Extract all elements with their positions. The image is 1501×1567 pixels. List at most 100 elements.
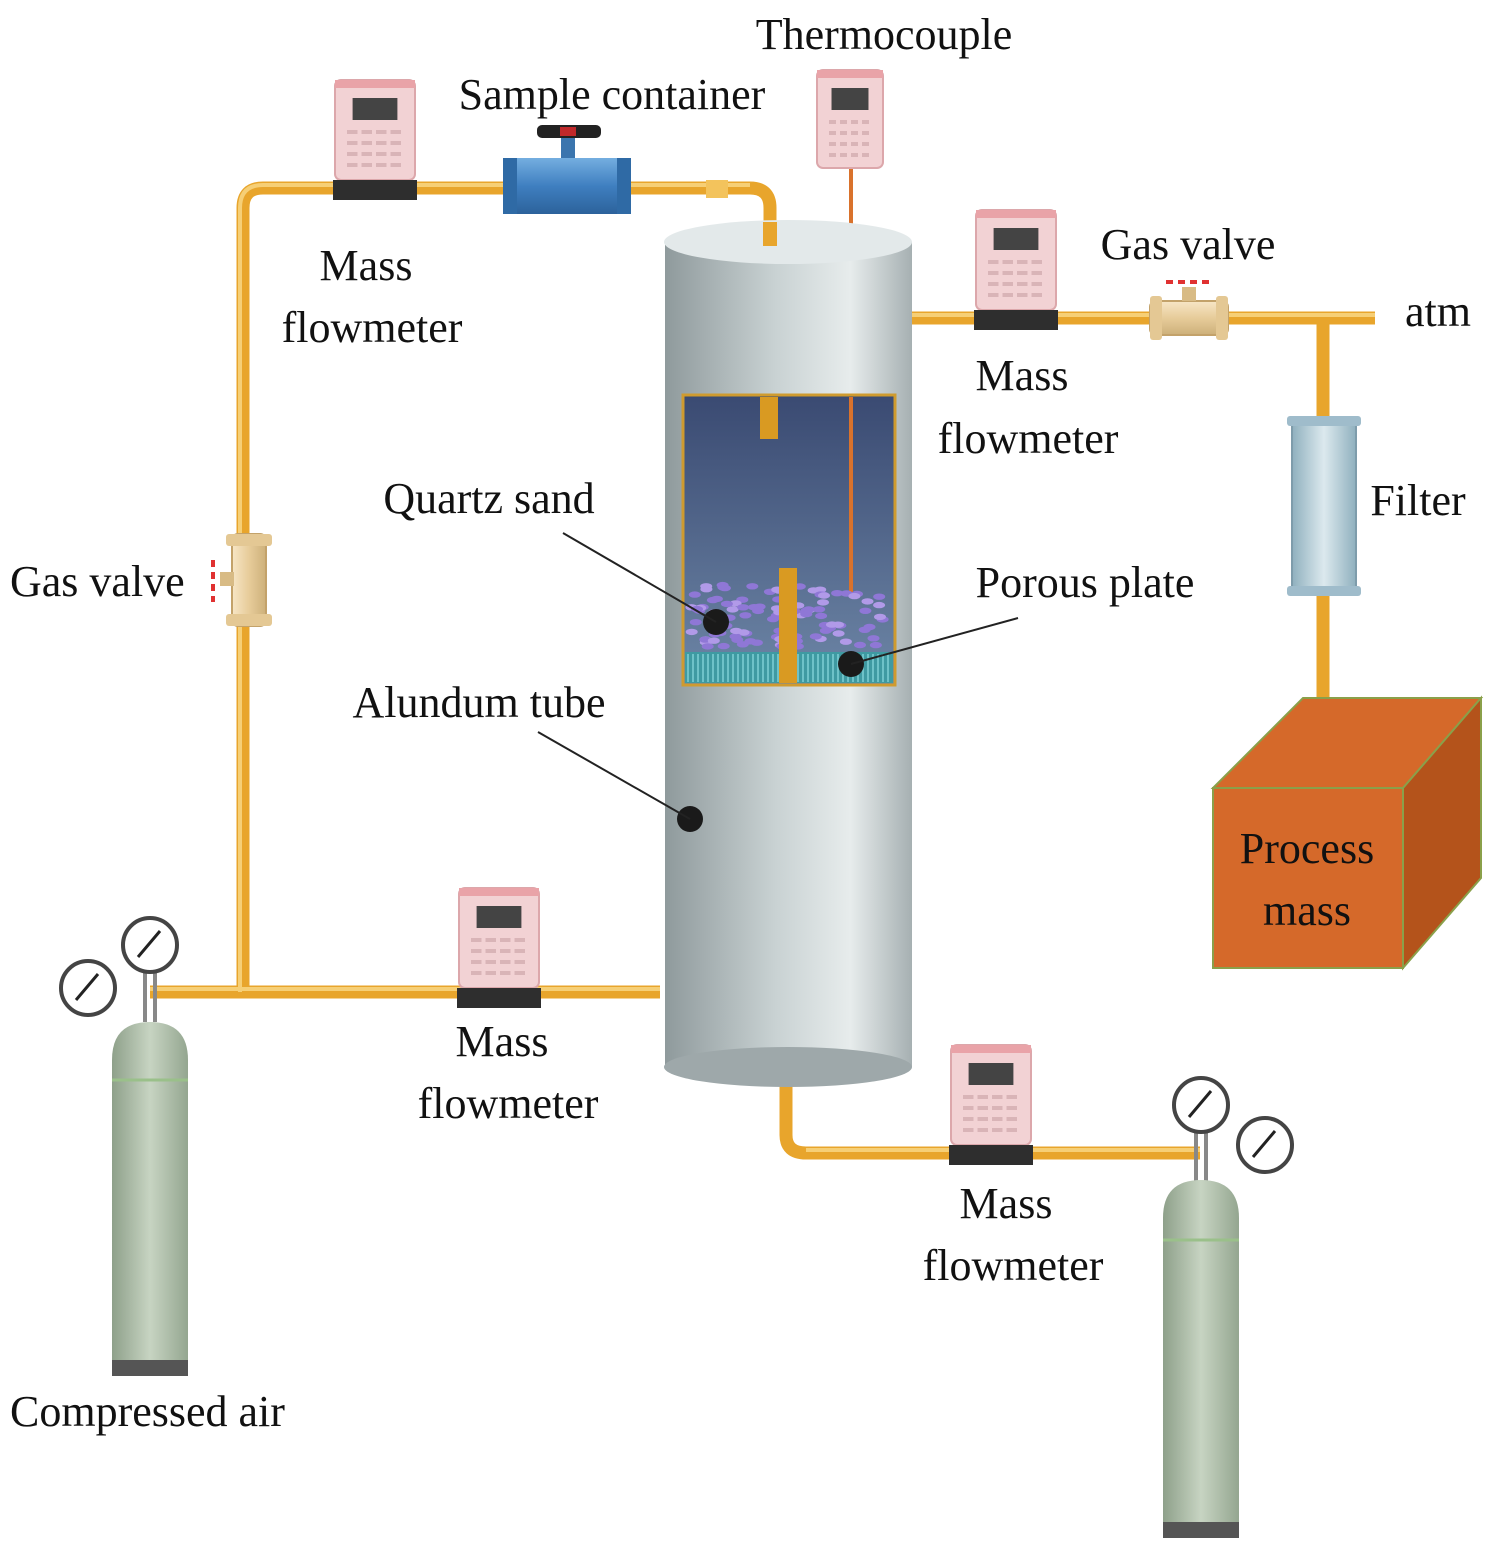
sand-particle [854,641,866,649]
leader-lines [537,532,1019,820]
sand-particle [729,633,742,640]
sand-particle [685,628,698,636]
thermocouple-meter-display [831,88,869,110]
sand-particle [744,638,757,645]
sand-particle [859,607,872,614]
sand-particle [729,600,742,607]
sand-particle [701,643,714,650]
porous-plate-leader [850,617,1019,665]
sand-particle [710,595,723,603]
flowmeter-top-left-base [333,180,417,200]
flowmeter-top-left-display [352,98,398,120]
flowmeters [333,69,1058,1165]
sand-particle [717,642,730,650]
sand-particle [688,591,701,598]
sample-container [503,125,631,214]
sand-particle [848,592,861,600]
process-mass-box [1210,695,1484,971]
label-compressed-air: Compressed air [10,1387,285,1436]
reactor-top-cap [664,220,912,264]
flowmeter-top-right [974,209,1058,330]
sample-container-stem [561,138,575,162]
label-process-mass-1: Process [1239,824,1375,873]
sand-particle [874,613,886,621]
label-mass-flowmeter-top-right-1: Mass [975,351,1069,400]
flowmeter-bottom-right-base [949,1145,1033,1165]
sand-particle [815,612,828,620]
label-alundum-tube: Alundum tube [352,678,606,727]
sand-particle [739,612,752,619]
sand-particle [869,641,882,649]
sand-particle [707,637,720,644]
sand-particle [689,619,702,626]
sand-particle [832,630,845,637]
label-gas-valve-left: Gas valve [10,557,185,606]
label-mass-flowmeter-top-right-2: flowmeter [937,414,1119,463]
label-mass-flowmeter-bottom-middle-1: Mass [455,1017,549,1066]
label-mass-flowmeter-bottom-middle-2: flowmeter [417,1079,599,1128]
label-porous-plate: Porous plate [975,558,1195,607]
pressure-gauge-left-2 [121,916,179,974]
quartz-sand-leader [562,532,717,623]
sand-particle [831,590,844,597]
flowmeter-bottom-right [949,1044,1033,1165]
label-mass-flowmeter-top-left-2: flowmeter [281,303,463,352]
sand-particle [873,593,886,600]
sand-particle [818,592,830,599]
gas-valve-left-device [211,533,272,627]
sand-particle [730,627,743,635]
sand-particle [802,606,815,613]
sand-particle [746,583,759,590]
label-process-mass-2: mass [1263,886,1351,935]
cylinder-left-body [112,1022,188,1362]
process-box-front [1212,787,1404,969]
label-sample-container: Sample container [458,70,766,119]
sand-particle [839,638,852,645]
flowmeter-bottom-middle [457,887,541,1008]
label-filter: Filter [1370,476,1466,525]
flowmeter-top-right-base [974,310,1058,330]
reactor-inlet-stub [763,222,777,246]
label-mass-flowmeter-bottom-right-2: flowmeter [922,1241,1104,1290]
sand-particle [873,601,886,609]
thermocouple-meter [816,69,884,169]
pipe-coupling [706,180,728,198]
inner-top-tube [760,397,778,439]
flowmeter-bottom-right-display [968,1063,1014,1085]
flowmeter-bottom-middle-base [457,988,541,1008]
label-mass-flowmeter-top-left-1: Mass [319,241,413,290]
sand-particle [826,621,838,628]
sand-particle [813,606,826,613]
sand-particle [716,581,729,589]
sand-particle [737,604,750,611]
pressure-gauge-right-2 [1236,1116,1294,1174]
alundum-tube [664,220,912,1087]
sand-particle [752,607,765,615]
sample-container-body [503,158,631,214]
label-thermocouple: Thermocouple [755,10,1013,59]
filter-device [1287,416,1361,596]
sand-particle [691,605,703,613]
pressure-gauge-right-1 [1172,1076,1230,1134]
bottom-right-cylinder [1163,1076,1294,1538]
label-quartz-sand: Quartz sand [383,474,595,523]
label-gas-valve-right: Gas valve [1100,220,1276,269]
sand-particle [867,635,880,642]
pipe-bottom [779,1068,1200,1160]
flowmeter-bottom-middle-display [476,906,522,928]
flowmeter-top-right-display [993,228,1039,250]
inner-bottom-tube [779,568,797,683]
sand-particle [858,626,871,633]
sand-particle [817,599,829,606]
flowmeter-top-left [333,79,417,200]
reactor-bottom-cap [664,1047,912,1087]
sand-particle [726,606,739,613]
sand-particle [720,600,733,608]
sand-particle [861,598,874,605]
sand-particle [809,633,822,640]
alundum-tube-leader [537,731,691,820]
label-mass-flowmeter-bottom-right-1: Mass [959,1179,1053,1228]
label-atm: atm [1405,287,1471,336]
